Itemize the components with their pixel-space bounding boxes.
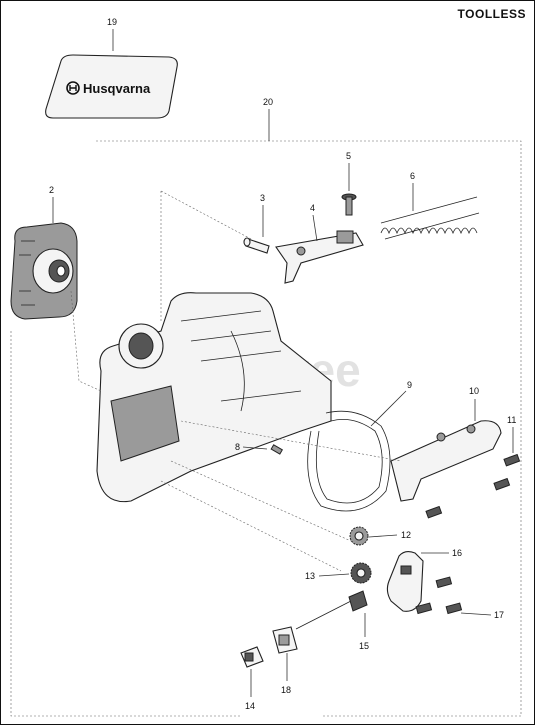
align-line-12: [170, 460, 352, 542]
part-5-screw[interactable]: [341, 193, 357, 216]
callout-17: 17: [494, 610, 504, 620]
leader-4: [312, 214, 318, 242]
part-17-screw[interactable]: [435, 576, 453, 589]
part-14-nut[interactable]: [240, 646, 264, 668]
part-20-housing[interactable]: [96, 292, 332, 503]
crown-logo-icon: [66, 81, 80, 95]
assembly-frame-left: [10, 331, 241, 717]
callout-15: 15: [359, 641, 369, 651]
callout-8: 8: [235, 442, 240, 452]
part-16-tensioner-block[interactable]: [386, 550, 424, 612]
callout-19: 19: [107, 17, 117, 27]
callout-6: 6: [410, 171, 415, 181]
diagram-title: TOOLLESS: [457, 7, 526, 21]
callout-16: 16: [452, 548, 462, 558]
part-15-adjusting-screw[interactable]: [295, 590, 368, 630]
part-6-spring[interactable]: [380, 196, 480, 240]
part-11-screw-b[interactable]: [493, 477, 511, 491]
part-10-bracket[interactable]: [390, 420, 502, 502]
callout-2: 2: [49, 185, 54, 195]
part-11-screw[interactable]: [503, 453, 521, 467]
part-12-gear[interactable]: [349, 526, 369, 546]
part-13-sprocket[interactable]: [350, 562, 372, 584]
part-17-screw-b[interactable]: [445, 602, 463, 615]
callout-12: 12: [401, 530, 411, 540]
part-11-screw-c[interactable]: [425, 505, 443, 519]
assembly-frame: [96, 140, 522, 717]
callout-3: 3: [260, 193, 265, 203]
part-17-screw-c[interactable]: [415, 602, 433, 615]
callout-11: 11: [507, 415, 516, 425]
callout-14: 14: [245, 701, 255, 711]
leader-12: [368, 534, 398, 538]
brand-label: Husqvarna: [83, 81, 151, 96]
callout-13: 13: [305, 571, 315, 581]
part-2-clutch-cover[interactable]: [10, 222, 78, 320]
align-line-3: [160, 190, 252, 240]
part-19-brand-badge[interactable]: Husqvarna: [45, 54, 178, 119]
part-3-pin[interactable]: [243, 237, 270, 254]
leader-17: [460, 612, 492, 616]
part-9-brake-band[interactable]: [307, 410, 391, 512]
callout-18: 18: [281, 685, 291, 695]
callout-10: 10: [469, 386, 479, 396]
leader-9: [370, 390, 407, 427]
callout-20: 20: [263, 97, 273, 107]
leader-13: [318, 573, 350, 577]
part-4-lever[interactable]: [275, 230, 364, 284]
callout-5: 5: [346, 151, 351, 161]
align-line-10: [180, 420, 402, 462]
align-line-13: [160, 480, 342, 572]
crown-logo-mark: [69, 85, 77, 91]
leader-8: [242, 446, 268, 450]
callout-9: 9: [407, 380, 412, 390]
callout-4: 4: [310, 203, 315, 213]
part-18-block[interactable]: [272, 626, 298, 654]
part-8-pin[interactable]: [270, 444, 284, 455]
